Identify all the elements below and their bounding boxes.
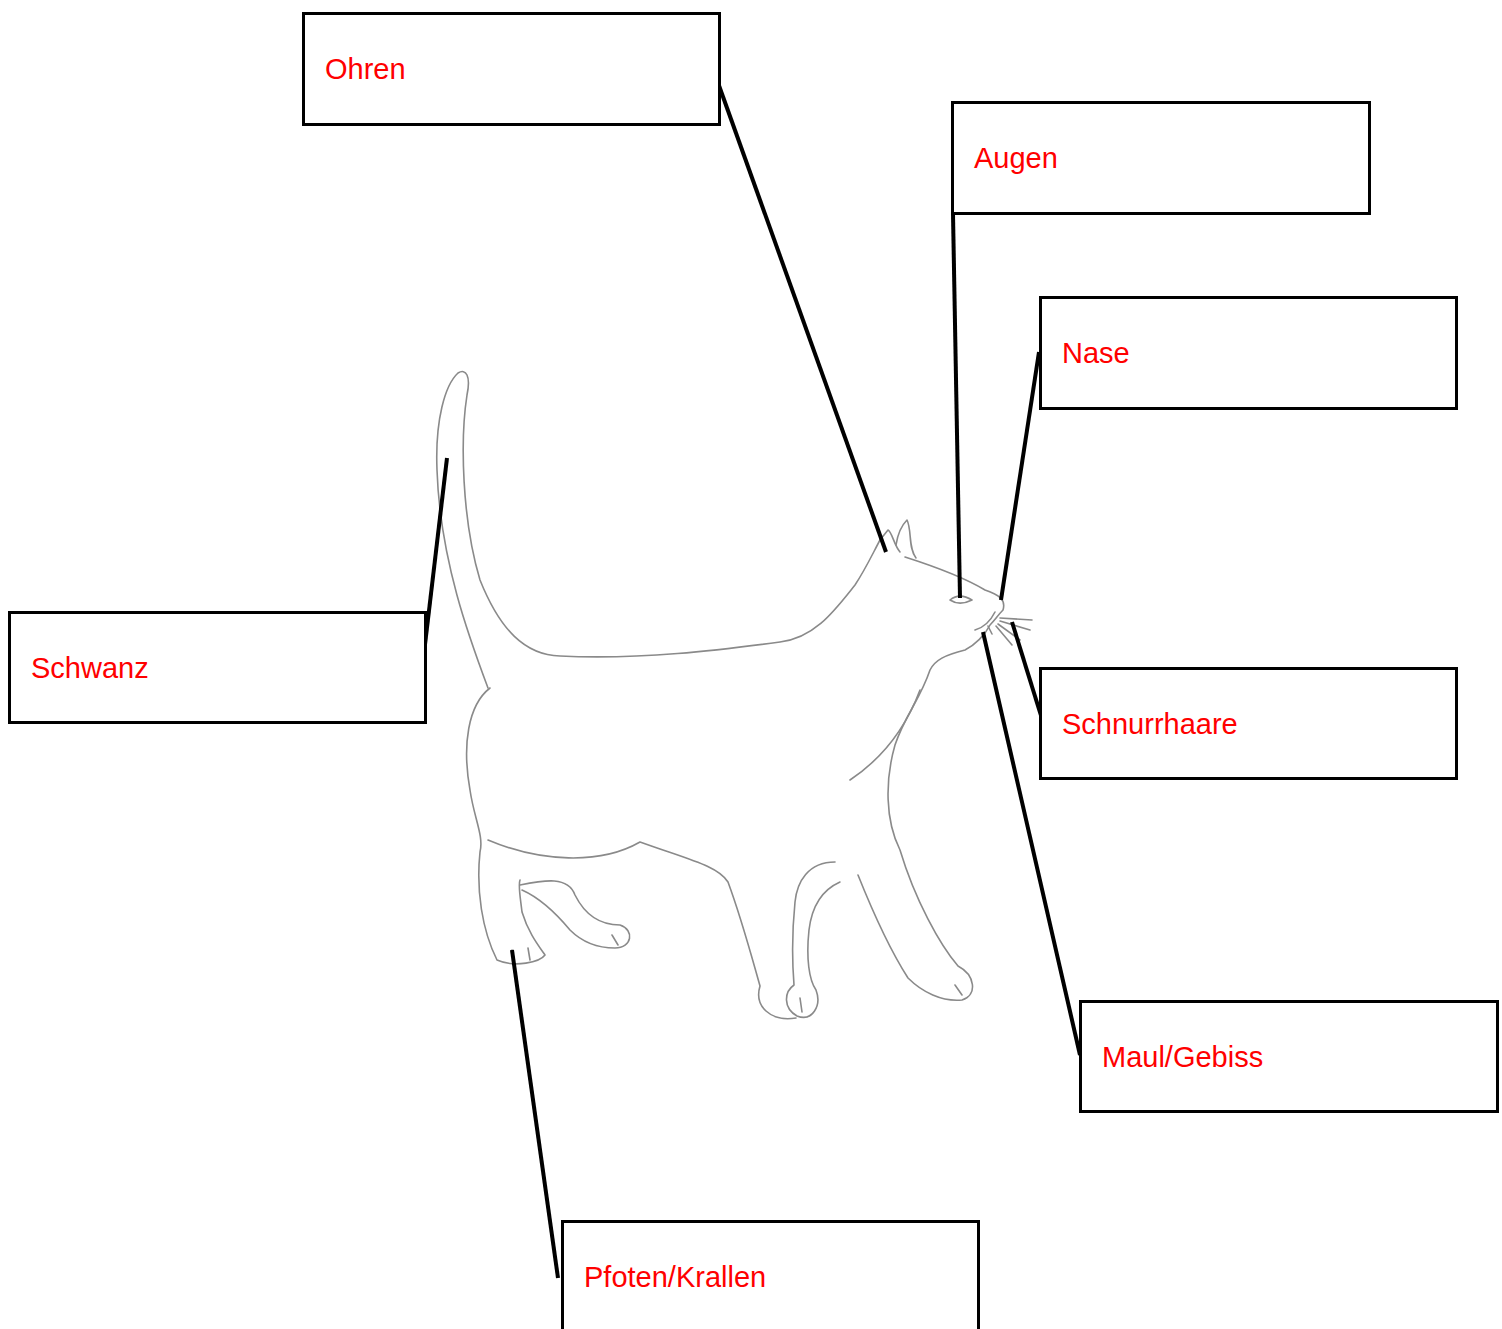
part-label: Augen: [974, 141, 1058, 176]
cat-rear-leg: [467, 688, 545, 964]
label-box: Nase: [1039, 296, 1458, 410]
part-label: Nase: [1062, 336, 1130, 371]
cat-ear: [896, 520, 916, 558]
cat-chest-line: [850, 690, 920, 780]
label-box: Schwanz: [8, 611, 427, 724]
part-label: Schwanz: [31, 651, 149, 686]
part-label: Pfoten/Krallen: [584, 1260, 766, 1295]
label-box: Pfoten/Krallen: [561, 1220, 980, 1329]
part-label: Maul/Gebiss: [1102, 1040, 1263, 1075]
label-box: Maul/Gebiss: [1079, 1000, 1499, 1113]
leader-line: [717, 80, 886, 552]
cat-mouth: [975, 612, 995, 634]
label-box: Ohren: [302, 12, 721, 126]
cat-belly: [488, 840, 796, 1019]
leader-line: [512, 950, 558, 1278]
cat-back-tail: [437, 372, 880, 688]
cat-head: [858, 557, 1004, 1000]
part-label: Ohren: [325, 52, 406, 87]
leader-line: [1001, 352, 1039, 600]
part-label: Schnurrhaare: [1062, 707, 1238, 742]
cat-front-leg: [786, 862, 840, 1017]
label-box: Schnurrhaare: [1039, 667, 1458, 780]
label-box: Augen: [951, 101, 1371, 215]
leader-line: [953, 214, 960, 598]
cat-paw-toes: [512, 935, 962, 1012]
